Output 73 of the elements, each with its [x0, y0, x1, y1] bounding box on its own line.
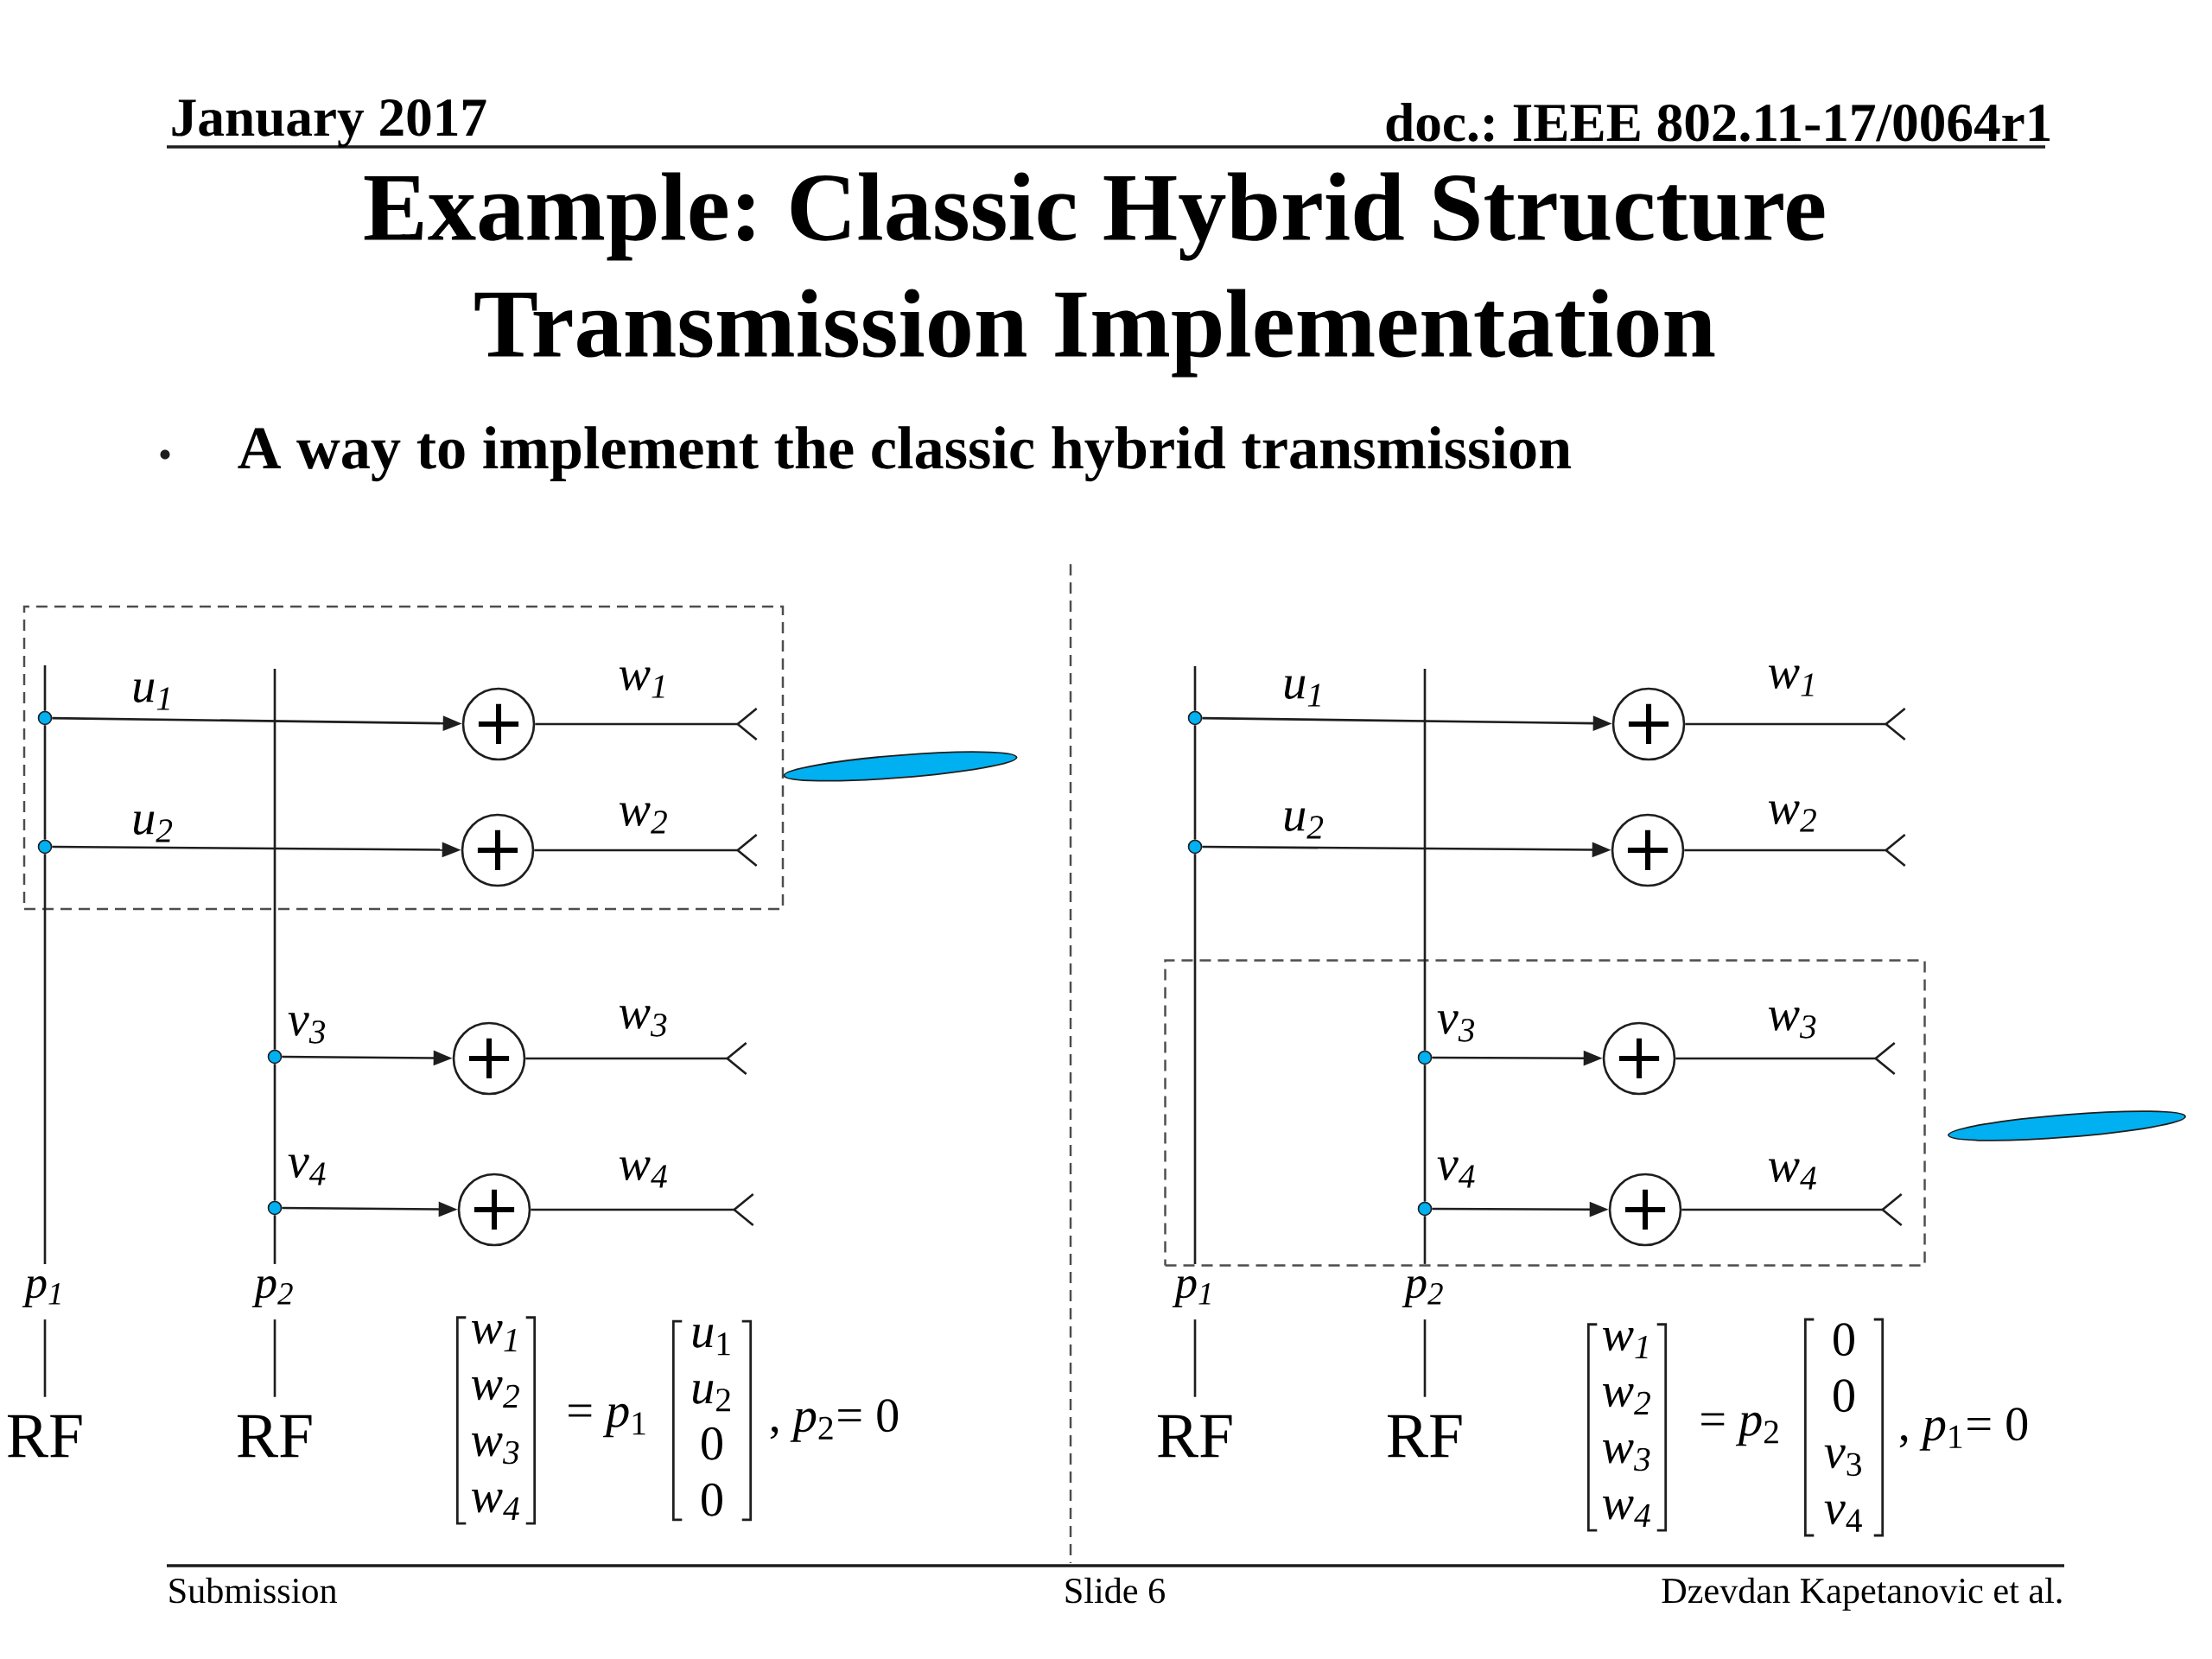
signal-line [273, 1064, 276, 1201]
signal-line [273, 668, 276, 1050]
slide-number: Slide 6 [1065, 1577, 1165, 1604]
antenna-line [534, 833, 758, 867]
signal-line [43, 1319, 47, 1397]
signal-line [1423, 668, 1427, 1051]
edge-label: v$_{3}$ [1433, 1007, 1480, 1046]
split-dot [1417, 1050, 1433, 1065]
edge-label: w$_{3}$ [1764, 1004, 1821, 1042]
antenna-line [531, 1192, 754, 1226]
edge-label: u$_{2}$ [1279, 805, 1329, 842]
rf-label: RF [238, 1414, 312, 1458]
antenna-line [1681, 1192, 1903, 1226]
dashed-group-box [22, 605, 785, 911]
signal-line [43, 725, 47, 840]
edge-label: w$_{2}$ [615, 800, 672, 836]
edge-label: v$_{4}$ [1433, 1154, 1480, 1191]
phase-label: p$_{2}$ [251, 1276, 293, 1308]
antenna-line [1684, 833, 1906, 867]
bullet-text: A way to implement the classic hybrid transmission [238, 426, 1572, 482]
dashed-group-box [1164, 959, 1926, 1267]
equation-text: , p$_{2}$= 0 [770, 1399, 899, 1442]
signal-line [1193, 1319, 1197, 1397]
edge-label: u$_{1}$ [128, 677, 178, 713]
antenna-line [535, 707, 758, 741]
edge-label: w$_{4}$ [615, 1154, 672, 1191]
matrix-column: u$_{1}$ u$_{2}$ 0 0 [693, 1325, 730, 1516]
equation-text: = p$_{2}$ [1701, 1412, 1778, 1446]
split-dot [1187, 839, 1203, 855]
antenna-line [1685, 707, 1906, 741]
edge-label: v$_{3}$ [284, 1009, 331, 1047]
rf-label: RF [1388, 1414, 1462, 1458]
edge-label: u$_{1}$ [1279, 673, 1329, 709]
split-dot [37, 710, 53, 726]
rf-label: RF [8, 1414, 82, 1458]
matrix-column: w$_{1}$ w$_{2}$ w$_{3}$ w$_{4}$ [471, 1321, 519, 1520]
edge-label: u$_{2}$ [128, 809, 178, 845]
slide-title: Example: Classic Hybrid Structure Transmission Implementation [364, 172, 1825, 378]
equation-text: , p$_{1}$= 0 [1899, 1408, 2028, 1451]
edge-label: w$_{1}$ [1764, 663, 1821, 699]
signal-line [1193, 854, 1197, 1264]
signal-line [43, 854, 47, 1264]
matrix-column: w$_{1}$ w$_{2}$ w$_{3}$ w$_{4}$ [1602, 1328, 1650, 1527]
phase-label: p$_{2}$ [1402, 1276, 1443, 1308]
signal-line [43, 665, 47, 711]
edge-label: w$_{2}$ [1764, 798, 1821, 835]
split-dot [1187, 710, 1203, 726]
equation-text: = p$_{1}$ [569, 1403, 645, 1438]
signal-line [273, 1215, 276, 1264]
signal-line [1423, 1319, 1427, 1397]
phase-label: p$_{1}$ [1172, 1276, 1211, 1308]
phase-label: p$_{1}$ [22, 1276, 60, 1308]
split-dot [1417, 1201, 1433, 1217]
signal-line [1193, 666, 1197, 711]
header-date: January 2017 [172, 99, 486, 148]
signal-line [1193, 725, 1197, 840]
rf-label: RF [1158, 1414, 1232, 1458]
signal-line [1423, 1065, 1427, 1202]
antenna-line [1675, 1041, 1896, 1075]
matrix-column: 0 0 v$_{3}$ v$_{4}$ [1824, 1323, 1862, 1532]
edge-label: v$_{4}$ [284, 1152, 331, 1188]
signal-line [1423, 1216, 1427, 1264]
split-dot [267, 1049, 283, 1065]
document-number: doc.: IEEE 802.11-17/0064r1 [1386, 103, 2050, 142]
signal-line [273, 1319, 276, 1397]
edge-label: w$_{1}$ [615, 664, 672, 701]
antenna-line [525, 1041, 747, 1075]
author-credit: Dzevdan Kapetanovic et al. [1662, 1577, 2062, 1611]
edge-label: w$_{3}$ [615, 1002, 672, 1040]
split-dot [267, 1200, 283, 1216]
footer-text: Submission [169, 1577, 337, 1604]
edge-label: w$_{4}$ [1764, 1156, 1821, 1192]
split-dot [37, 839, 53, 855]
